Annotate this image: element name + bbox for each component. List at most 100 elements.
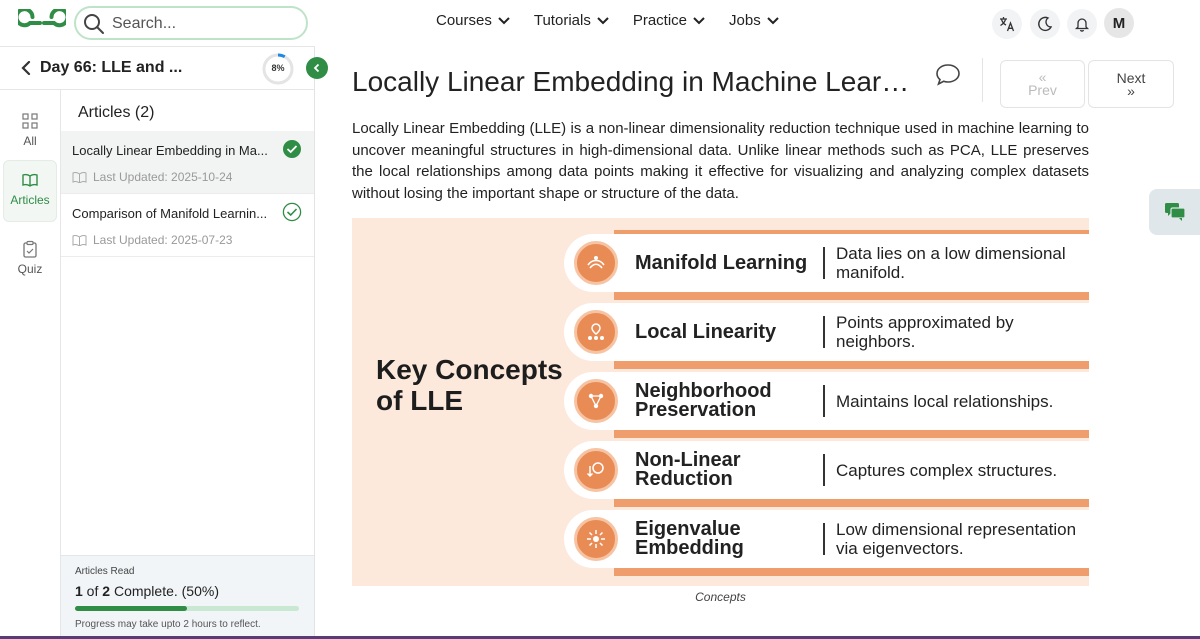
rail-item-all-label: All (23, 134, 37, 148)
translate-icon (1000, 17, 1015, 32)
dark-mode-toggle[interactable] (1030, 9, 1060, 39)
concept-card (564, 441, 1089, 499)
concept-card (564, 510, 1089, 568)
concept-desc: Maintains local relationships. (836, 391, 1054, 411)
articles-read-progress-bar (75, 606, 299, 611)
concept-stripe (614, 428, 1089, 438)
nav-courses-label: Courses (436, 12, 492, 29)
book-open-icon (72, 171, 87, 183)
nav-courses[interactable]: Courses (436, 12, 510, 29)
concept-row: Local Linearity Points approximated by n… (564, 303, 1089, 369)
double-chevron-left-icon: « (1038, 69, 1047, 85)
nav-jobs[interactable]: Jobs (729, 12, 779, 29)
nav-tutorials[interactable]: Tutorials (534, 12, 609, 29)
top-header: Courses Tutorials Practice Jobs M (0, 0, 1200, 46)
concept-row: Neighborhood Preservation Maintains loca… (564, 372, 1089, 438)
articles-read-label: Articles Read (75, 566, 135, 577)
prev-label: Prev (1028, 82, 1057, 98)
search-input[interactable] (112, 13, 292, 35)
chevron-down-icon (498, 16, 510, 24)
check-circle-filled-icon (283, 140, 301, 158)
manifold-icon (587, 256, 605, 269)
reduction-icon (586, 462, 604, 478)
clipboard-icon (23, 240, 37, 258)
article-intro: Locally Linear Embedding (LLE) is a non-… (352, 120, 1089, 202)
concept-card (564, 372, 1089, 430)
concept-stripe (614, 566, 1089, 576)
article-list-item[interactable]: Comparison of Manifold Learnin... Last U… (61, 194, 314, 257)
concept-name: Local Linearity (635, 320, 777, 343)
chat-button[interactable] (1149, 189, 1200, 235)
nav-jobs-label: Jobs (729, 12, 761, 29)
article-content: Locally Linear Embedding in Machine Lear… (315, 46, 1200, 639)
progress-ring-icon (262, 53, 294, 85)
chevron-down-icon (693, 16, 705, 24)
course-sidebar: Day 66: LLE and ... 8% All (0, 46, 328, 639)
chevron-left-icon (313, 63, 320, 73)
rail-item-articles[interactable]: Articles (3, 160, 57, 222)
concept-badge (574, 310, 618, 354)
book-open-icon (72, 234, 87, 246)
double-chevron-right-icon: » (1127, 83, 1135, 99)
articles-read-progress-fill (75, 606, 187, 611)
collapse-sidebar-button[interactable] (306, 57, 328, 79)
translate-button[interactable] (992, 9, 1022, 39)
rail-item-articles-label: Articles (10, 193, 50, 207)
bell-icon (1074, 18, 1090, 32)
section-rail: All Articles Quiz (0, 90, 61, 639)
figure-heading: Key Concepts of LLE (376, 354, 563, 416)
course-title[interactable]: Day 66: LLE and ... (40, 59, 183, 76)
key-concepts-figure: Key Concepts of LLE Manifold Learning Da… (352, 218, 1089, 586)
chevron-down-icon (766, 16, 779, 24)
concept-divider (823, 523, 825, 555)
figure-caption: Concepts (695, 590, 746, 604)
course-progress-ring: 8% (262, 53, 294, 85)
article-updated-text: Last Updated: 2025-07-23 (93, 233, 233, 247)
concept-stripe (614, 290, 1089, 300)
concept-divider (823, 316, 825, 348)
article-title: Comparison of Manifold Learnin... (72, 206, 268, 221)
sparkle-icon (587, 530, 605, 548)
geeksforgeeks-logo-icon[interactable] (18, 9, 66, 37)
next-article-button[interactable]: Next » (1088, 60, 1174, 108)
concept-name: Manifold Learning (635, 251, 808, 274)
articles-list-pane: Articles (2) Locally Linear Embedding in… (61, 90, 314, 639)
moon-icon (1038, 16, 1053, 32)
grid-icon (22, 113, 38, 129)
check-circle-outline-icon (282, 202, 302, 222)
concept-divider (823, 247, 825, 279)
concept-divider (823, 385, 825, 417)
concept-stripe (614, 359, 1089, 369)
search-icon[interactable] (83, 13, 105, 35)
chevron-left-icon[interactable] (20, 61, 32, 75)
course-header: Day 66: LLE and ... 8% (0, 46, 315, 90)
nav-practice[interactable]: Practice (633, 12, 705, 29)
articles-total-count: 2 (102, 583, 111, 599)
rail-item-all[interactable]: All (3, 102, 57, 164)
network-icon (588, 393, 604, 409)
concept-name: Neighborhood Preservation (635, 380, 772, 421)
article-title: Locally Linear Embedding in Ma... (72, 143, 268, 158)
course-progress-label: 8% (271, 63, 285, 73)
concept-badge (574, 448, 618, 492)
main-nav: Courses Tutorials Practice Jobs (436, 12, 779, 29)
concept-desc: Low dimensional representation via eigen… (836, 520, 1077, 558)
rail-item-quiz[interactable]: Quiz (3, 230, 57, 292)
articles-heading: Articles (2) (78, 104, 155, 121)
articles-read-of: of (82, 583, 103, 599)
comment-icon[interactable] (935, 63, 961, 87)
concept-desc: Captures complex structures. (836, 460, 1058, 480)
chevron-down-icon (597, 16, 609, 24)
progress-note: Progress may take upto 2 hours to reflec… (75, 619, 261, 630)
concept-desc: Data lies on a low dimensional manifold. (836, 244, 1066, 282)
concept-name: Eigenvalue Embedding (635, 518, 744, 559)
user-avatar[interactable]: M (1104, 8, 1134, 38)
prev-article-button[interactable]: « Prev (1000, 60, 1085, 108)
articles-read-status: 1 of 2 Complete. (50%) (75, 583, 219, 599)
notifications-button[interactable] (1067, 9, 1097, 39)
concept-desc: Points approximated by neighbors. (836, 313, 1014, 351)
nav-tutorials-label: Tutorials (533, 12, 591, 29)
concept-badge (574, 241, 618, 285)
article-list-item[interactable]: Locally Linear Embedding in Ma... Last U… (61, 131, 314, 194)
book-icon (22, 173, 38, 187)
